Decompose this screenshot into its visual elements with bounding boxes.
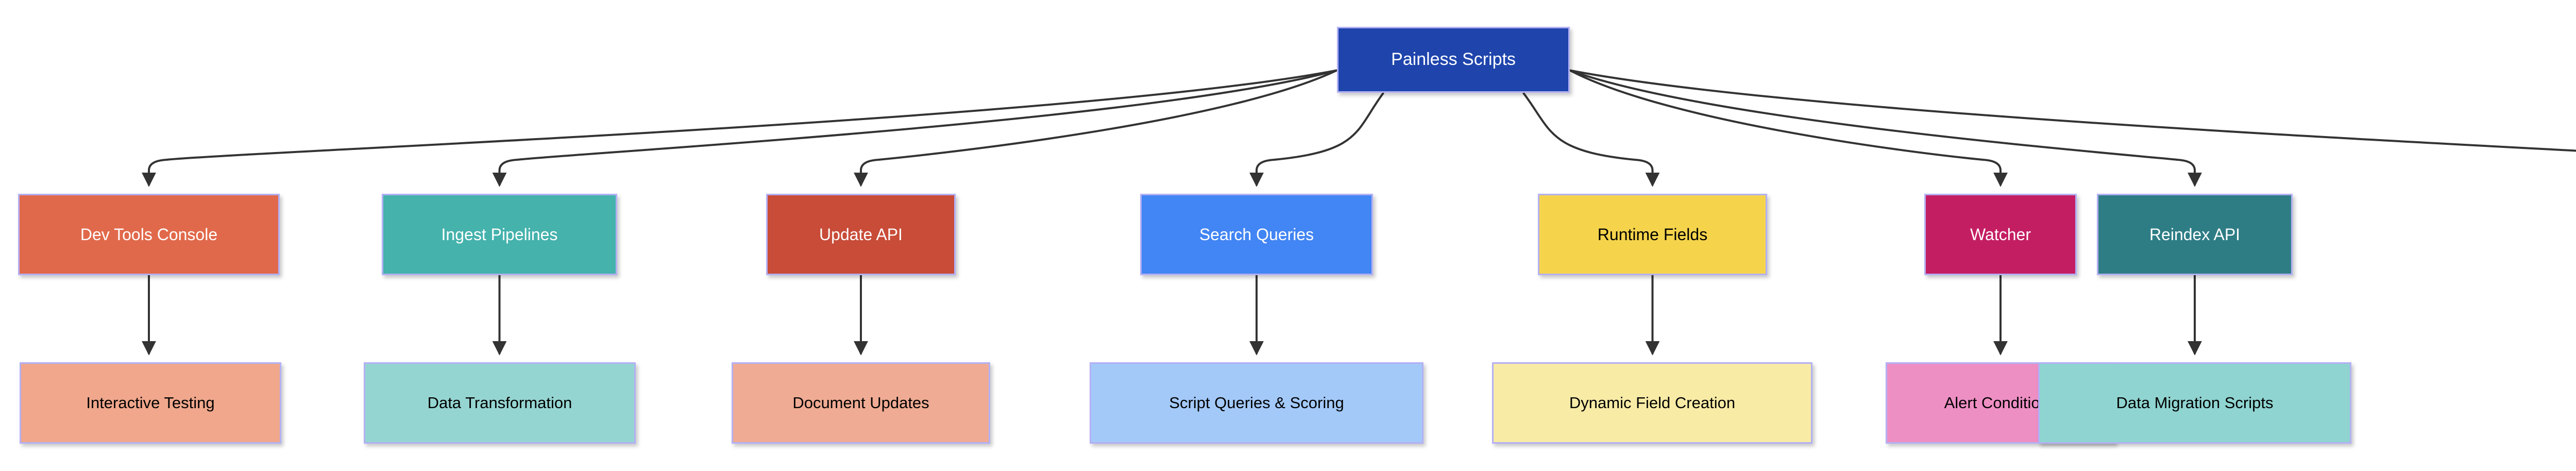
node-label: Data Migration Scripts: [2116, 394, 2274, 412]
leaf-node-update-api[interactable]: Document Updates: [732, 362, 990, 444]
edge-root-to-ingest-pipelines: [492, 69, 1337, 187]
leaf-node-dev-tools-console[interactable]: Interactive Testing: [20, 362, 281, 444]
edge-root-to-reindex-api: [1569, 69, 2202, 187]
node-label: Dynamic Field Creation: [1569, 394, 1736, 412]
leaf-node-search-queries[interactable]: Script Queries & Scoring: [1090, 362, 1423, 444]
node-label: Runtime Fields: [1597, 225, 1708, 244]
node-dev-tools-console[interactable]: Dev Tools Console: [18, 194, 280, 275]
node-search-queries[interactable]: Search Queries: [1140, 194, 1373, 275]
node-runtime-fields[interactable]: Runtime Fields: [1538, 194, 1767, 275]
edge-root-to-search-queries: [1249, 92, 1385, 187]
node-label: Painless Scripts: [1391, 49, 1516, 70]
edge-root-to-watcher: [1569, 69, 2008, 187]
node-label: Update API: [819, 225, 903, 244]
leaf-node-runtime-fields[interactable]: Dynamic Field Creation: [1492, 362, 1812, 444]
node-label: Search Queries: [1199, 225, 1314, 244]
leaf-node-ingest-pipelines[interactable]: Data Transformation: [364, 362, 636, 444]
root-node-painless-scripts[interactable]: Painless Scripts: [1337, 27, 1570, 93]
node-label: Ingest Pipelines: [441, 225, 558, 244]
node-label: Watcher: [1970, 225, 2031, 244]
node-reindex-api[interactable]: Reindex API: [2097, 194, 2293, 275]
node-label: Alert Conditions: [1944, 394, 2057, 412]
node-label: Dev Tools Console: [80, 225, 218, 244]
node-label: Document Updates: [792, 394, 929, 412]
edge-root-to-aggregations: [1569, 69, 2576, 152]
node-watcher[interactable]: Watcher: [1924, 194, 2077, 275]
leaf-node-reindex-api[interactable]: Data Migration Scripts: [2038, 362, 2351, 444]
node-label: Script Queries & Scoring: [1169, 394, 1344, 412]
edge-root-to-update-api: [854, 69, 1337, 187]
node-ingest-pipelines[interactable]: Ingest Pipelines: [382, 194, 617, 275]
edge-root-to-runtime-fields: [1522, 92, 1660, 187]
leaf-edge-group: [142, 275, 2202, 356]
node-update-api[interactable]: Update API: [766, 194, 956, 275]
node-label: Reindex API: [2149, 225, 2241, 244]
edge-root-to-dev-tools-console: [142, 69, 1337, 187]
node-label: Interactive Testing: [86, 394, 215, 412]
node-label: Data Transformation: [427, 394, 572, 412]
